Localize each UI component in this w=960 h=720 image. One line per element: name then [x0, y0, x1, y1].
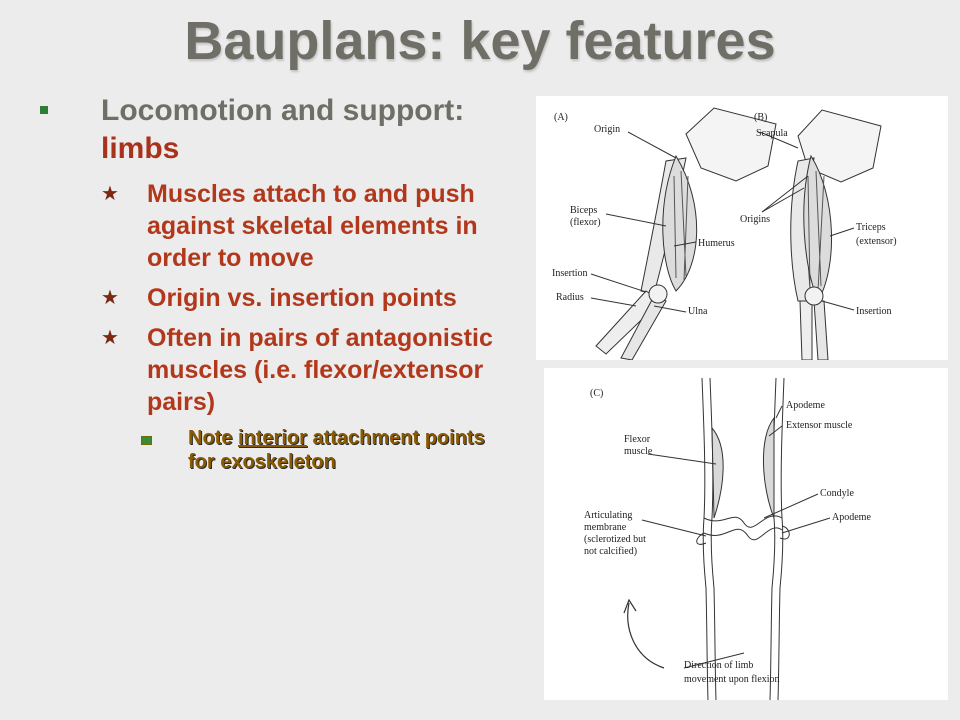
- radius-label: Radius: [556, 292, 584, 303]
- bullet-list: Locomotion and support: limbs ★ Muscles …: [40, 92, 510, 474]
- insertion-b-label: Insertion: [856, 306, 892, 317]
- articulating-label-4: not calcified): [584, 546, 637, 557]
- apodeme-top-label: Apodeme: [786, 400, 825, 411]
- biceps-label: Biceps: [570, 205, 597, 216]
- extensor-muscle-label: Extensor muscle: [786, 420, 853, 431]
- insertion-a-label: Insertion: [552, 268, 588, 279]
- bullet-main-text: Locomotion and support: limbs: [101, 92, 510, 168]
- origin-label: Origin: [594, 124, 620, 135]
- sub-bullet-1: ★ Muscles attach to and push against ske…: [40, 178, 510, 274]
- note-text: Note interior attachment points for exos…: [188, 426, 510, 474]
- articulating-label-3: (sclerotized but: [584, 534, 646, 545]
- articulating-label-1: Articulating: [584, 510, 632, 521]
- panel-b-label: (B): [754, 112, 767, 123]
- note-suffix: attachment points for exoskeleton: [188, 427, 485, 473]
- arm-muscles-illustration: (A) (B) Origin Scapula Biceps (flexor) H…: [552, 107, 897, 361]
- slide-title: Bauplans: key features: [184, 11, 776, 71]
- direction-label-1: Direction of limb: [684, 660, 753, 671]
- scapula-label: Scapula: [756, 128, 788, 139]
- star-bullet-icon: ★: [101, 327, 119, 349]
- flexor-label-2: muscle: [624, 446, 653, 457]
- origins-label: Origins: [740, 214, 770, 225]
- bullet-main-prefix: Locomotion and support:: [101, 94, 465, 127]
- panel-c-label: (C): [590, 388, 603, 399]
- condyle-label: Condyle: [820, 488, 854, 499]
- figure-exoskeleton-joint: (C) Apodeme Extensor muscle Flexor muscl…: [544, 368, 948, 701]
- flexor-label-1: Flexor: [624, 434, 651, 445]
- humerus-label: Humerus: [698, 238, 735, 249]
- exoskeleton-joint-illustration: (C) Apodeme Extensor muscle Flexor muscl…: [584, 377, 871, 701]
- ulna-label: Ulna: [688, 306, 708, 317]
- square-bullet-icon: [40, 106, 48, 114]
- note-prefix: Note: [188, 427, 238, 449]
- square-bullet-icon: [141, 436, 152, 445]
- triceps-label: Triceps: [856, 222, 886, 233]
- star-bullet-icon: ★: [101, 183, 119, 205]
- panel-a-label: (A): [554, 112, 568, 123]
- bullet-main: Locomotion and support: limbs: [40, 92, 510, 168]
- figure-arm-muscles: (A) (B) Origin Scapula Biceps (flexor) H…: [536, 96, 948, 361]
- sub-bullet-3: ★ Often in pairs of antagonistic muscles…: [40, 322, 510, 418]
- sub-bullet-text: Origin vs. insertion points: [147, 284, 457, 312]
- star-bullet-icon: ★: [101, 287, 119, 309]
- apodeme-bottom-label: Apodeme: [832, 512, 871, 523]
- sub-bullet-text: Muscles attach to and push against skele…: [147, 180, 478, 272]
- bullet-main-accent: limbs: [101, 132, 180, 165]
- direction-label-2: movement upon flexion: [684, 674, 780, 685]
- sub-bullet-2: ★ Origin vs. insertion points: [40, 282, 510, 314]
- note-underlined: interior: [238, 427, 307, 449]
- extensor-label: (extensor): [856, 236, 897, 247]
- sub-bullet-text: Often in pairs of antagonistic muscles (…: [147, 324, 493, 416]
- flexor-label: (flexor): [570, 217, 601, 228]
- note-bullet: Note interior attachment points for exos…: [40, 426, 510, 474]
- articulating-label-2: membrane: [584, 522, 627, 533]
